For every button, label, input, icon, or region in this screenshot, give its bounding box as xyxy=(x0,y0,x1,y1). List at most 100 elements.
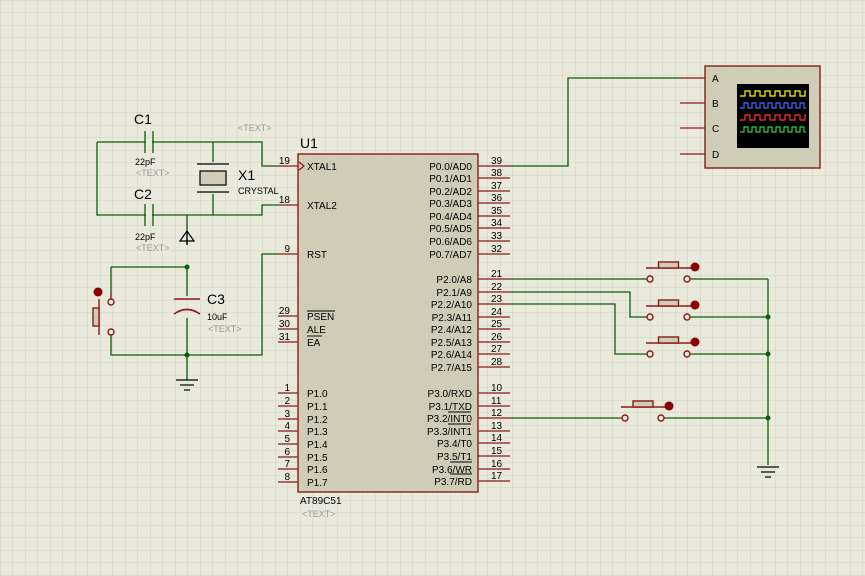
oscilloscope-screen xyxy=(737,84,809,148)
pin-label: P1.4 xyxy=(307,440,328,451)
pin-label: P0.6/AD6 xyxy=(429,237,472,248)
channel-label: A xyxy=(712,74,719,85)
pin-number: 11 xyxy=(491,396,502,407)
clock-input-icon xyxy=(298,161,305,171)
trace-3 xyxy=(740,114,806,121)
power-terminal-icon xyxy=(178,229,196,245)
chip-right-pins: 39P0.0/AD038P0.1/AD137P0.2/AD236P0.3/AD3… xyxy=(427,156,510,488)
pin-label: P2.0/A8 xyxy=(436,275,472,286)
pin-label: XTAL1 xyxy=(307,162,337,173)
pin-label: P2.3/A11 xyxy=(432,313,473,324)
pin-label: EA xyxy=(307,338,321,349)
capacitor-c3[interactable] xyxy=(173,298,201,315)
pin-label: XTAL2 xyxy=(307,201,337,212)
pin-number: 12 xyxy=(491,408,503,419)
pin-number: 35 xyxy=(491,206,503,217)
pin-number: 2 xyxy=(284,396,290,407)
pin-number: 31 xyxy=(279,332,291,343)
chip-ref: U1 xyxy=(300,135,318,151)
chip-body-u1[interactable] xyxy=(297,153,479,493)
c2-value: 22pF xyxy=(135,232,156,242)
ground-symbol-c3 xyxy=(176,379,198,391)
channel-label: B xyxy=(712,99,719,110)
pin-label: P3.4/T0 xyxy=(437,439,472,450)
button-actuator-icon[interactable] xyxy=(690,300,700,310)
x1-ref: X1 xyxy=(238,167,255,183)
trace-2 xyxy=(740,102,806,109)
pin-label: P0.5/AD5 xyxy=(429,224,472,235)
pin-number: 27 xyxy=(491,344,503,355)
button-actuator-icon[interactable] xyxy=(690,337,700,347)
reset-button-actuator-icon[interactable] xyxy=(93,287,103,297)
pin-label: P2.6/A14 xyxy=(431,350,473,361)
pin-label: P3.7/RD xyxy=(434,477,472,488)
pin-label: ALE xyxy=(307,325,326,336)
pin-number: 13 xyxy=(491,421,503,432)
pin-label: P3.6/WR xyxy=(432,465,472,476)
pin-number: 1 xyxy=(284,383,290,394)
c3-text-placeholder: <TEXT> xyxy=(208,324,242,334)
button-actuator-icon[interactable] xyxy=(664,401,674,411)
pin-number: 18 xyxy=(279,195,291,206)
button-actuator-icon[interactable] xyxy=(690,262,700,272)
pin-label: P2.7/A15 xyxy=(431,363,473,374)
push-button-2[interactable] xyxy=(646,299,700,321)
pin-number: 21 xyxy=(491,269,503,280)
channel-label: C xyxy=(712,124,719,135)
crystal-x1[interactable] xyxy=(197,163,229,193)
pin-label: P2.2/A10 xyxy=(431,300,473,311)
pin-label: P3.0/RXD xyxy=(428,389,472,400)
pin-label: P3.2/INT0 xyxy=(427,414,472,425)
push-button-3[interactable] xyxy=(646,336,700,358)
chip-part: AT89C51 xyxy=(300,496,342,507)
pin-label: P3.1/TXD xyxy=(429,402,472,413)
pin-number: 9 xyxy=(284,244,290,255)
pin-number: 22 xyxy=(491,282,503,293)
pin-label: PSEN xyxy=(307,312,334,323)
pin-number: 30 xyxy=(279,319,291,330)
reset-push-button[interactable] xyxy=(92,292,115,336)
pin-number: 17 xyxy=(491,471,503,482)
pin-label: P1.0 xyxy=(307,389,328,400)
pin-label: P0.0/AD0 xyxy=(429,162,472,173)
push-button-1[interactable] xyxy=(646,261,700,283)
pin-number: 34 xyxy=(491,218,503,229)
pin-label: P0.3/AD3 xyxy=(429,199,472,210)
chip-text-placeholder: <TEXT> xyxy=(302,509,336,519)
capacitor-c2[interactable] xyxy=(144,204,154,226)
x1-text-placeholder: <TEXT> xyxy=(238,123,272,133)
pin-number: 24 xyxy=(491,307,503,318)
pin-number: 26 xyxy=(491,332,503,343)
pin-label: P1.5 xyxy=(307,453,328,464)
c3-value: 10uF xyxy=(207,312,228,322)
c1-value: 22pF xyxy=(135,157,156,167)
pin-number: 5 xyxy=(284,434,290,445)
chip-left-pins: 19XTAL118XTAL29RST29PSEN30ALE31EA1P1.02P… xyxy=(278,156,337,489)
c1-ref: C1 xyxy=(134,111,152,127)
pin-label: P3.5/T1 xyxy=(437,452,472,463)
c1-text-placeholder: <TEXT> xyxy=(136,168,170,178)
c2-text-placeholder: <TEXT> xyxy=(136,243,170,253)
wire-junctions xyxy=(184,264,771,421)
pin-number: 29 xyxy=(279,306,291,317)
pin-number: 39 xyxy=(491,156,503,167)
pin-number: 38 xyxy=(491,168,503,179)
pin-number: 7 xyxy=(284,459,290,470)
c3-ref: C3 xyxy=(207,291,225,307)
pin-number: 4 xyxy=(284,421,290,432)
x1-value: CRYSTAL xyxy=(238,186,279,196)
oscilloscope-traces xyxy=(740,90,806,133)
pin-label: P2.4/A12 xyxy=(431,325,473,336)
pin-label: RST xyxy=(307,250,327,261)
trace-1 xyxy=(740,90,806,97)
pin-label: P0.4/AD4 xyxy=(429,212,472,223)
ground-symbol-buttons xyxy=(757,466,779,478)
capacitor-c1[interactable] xyxy=(144,131,154,153)
push-button-4[interactable] xyxy=(621,400,674,422)
pin-number: 33 xyxy=(491,231,503,242)
oscilloscope[interactable] xyxy=(704,65,821,169)
active-low-overbars xyxy=(307,310,472,475)
pin-number: 14 xyxy=(491,433,503,444)
